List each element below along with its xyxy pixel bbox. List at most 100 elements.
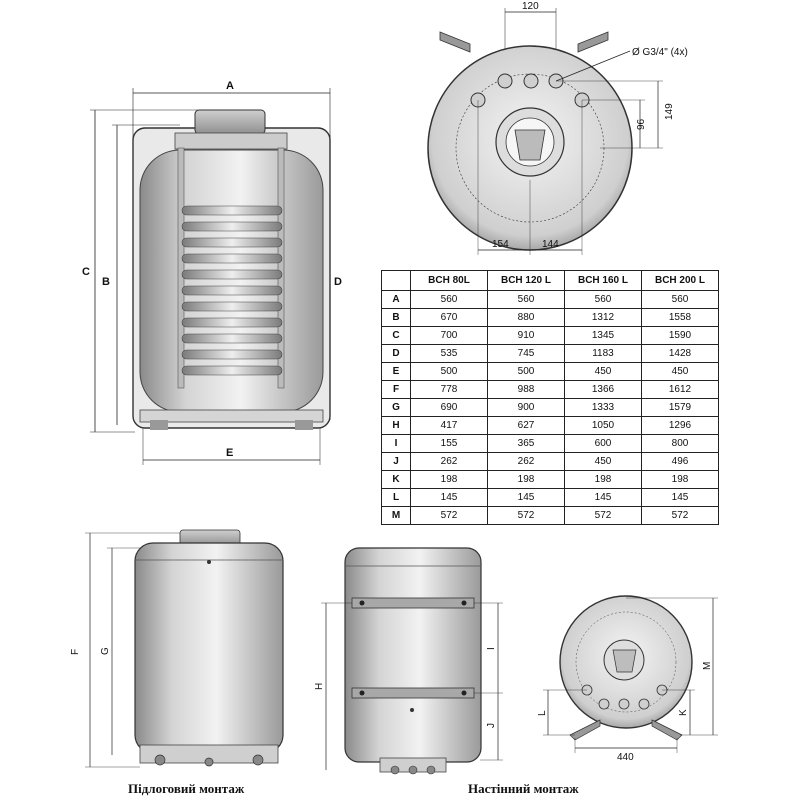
table-cell: 1183	[564, 344, 642, 363]
table-cell: 560	[641, 290, 719, 309]
table-cell: 535	[410, 344, 488, 363]
table-cell: 900	[487, 398, 565, 417]
table-cell: 988	[487, 380, 565, 399]
dim-label-h: H	[314, 683, 325, 690]
dim-label-e: E	[226, 447, 233, 459]
wall-mount-caption: Настінний монтаж	[468, 781, 579, 796]
table-cell: 560	[410, 290, 488, 309]
table-cell: 1333	[564, 398, 642, 417]
table-header-cell	[381, 270, 411, 291]
table-cell: 496	[641, 452, 719, 471]
table-row-label: G	[381, 398, 411, 417]
table-cell: 572	[564, 506, 642, 525]
table-row-label: L	[381, 488, 411, 507]
table-cell: 450	[641, 362, 719, 381]
table-cell: 1050	[564, 416, 642, 435]
table-row-label: B	[381, 308, 411, 327]
table-cell: 198	[410, 470, 488, 489]
table-row-label: H	[381, 416, 411, 435]
dim-label-f: F	[70, 649, 81, 655]
top-view: 120 Ø G3/4" (4x) 96 149	[427, 1, 688, 255]
table-row-label: F	[381, 380, 411, 399]
table-row-label: K	[381, 470, 411, 489]
wall-mount-view: H I J	[314, 547, 503, 775]
table-cell: 880	[487, 308, 565, 327]
table-cell: 1579	[641, 398, 719, 417]
table-cell: 745	[487, 344, 565, 363]
table-cell: 500	[410, 362, 488, 381]
table-cell: 1558	[641, 308, 719, 327]
table-cell: 778	[410, 380, 488, 399]
table-cell: 450	[564, 362, 642, 381]
table-header-cell: BCH 80L	[410, 270, 488, 291]
table-cell: 450	[564, 452, 642, 471]
dim-label-m: M	[702, 662, 713, 670]
front-cutaway-view: A C B D E	[82, 80, 342, 465]
table-row-label: J	[381, 452, 411, 471]
side-round-view: M K L 440	[537, 595, 718, 763]
dim-label-l: L	[537, 710, 548, 716]
table-cell: 262	[487, 452, 565, 471]
table-cell: 627	[487, 416, 565, 435]
table-cell: 670	[410, 308, 488, 327]
table-row-label: D	[381, 344, 411, 363]
floor-mount-view: F G	[70, 529, 284, 768]
table-row-label: C	[381, 326, 411, 345]
table-row-label: A	[381, 290, 411, 309]
table-cell: 145	[641, 488, 719, 507]
table-cell: 198	[487, 470, 565, 489]
dim-149: 149	[664, 103, 675, 120]
floor-mount-caption: Підлоговий монтаж	[128, 781, 245, 796]
dim-label-d: D	[334, 276, 342, 288]
table-cell: 1428	[641, 344, 719, 363]
table-cell: 910	[487, 326, 565, 345]
table-row-label: I	[381, 434, 411, 453]
table-cell: 155	[410, 434, 488, 453]
table-row-label: M	[381, 506, 411, 525]
table-cell: 365	[487, 434, 565, 453]
dim-label-a: A	[226, 80, 234, 92]
heat-exchanger-coil	[181, 205, 283, 376]
table-cell: 700	[410, 326, 488, 345]
table-cell: 145	[487, 488, 565, 507]
table-cell: 198	[641, 470, 719, 489]
table-header-cell: BCH 120 L	[487, 270, 565, 291]
table-cell: 198	[564, 470, 642, 489]
table-cell: 1590	[641, 326, 719, 345]
table-header-cell: BCH 200 L	[641, 270, 719, 291]
table-cell: 1612	[641, 380, 719, 399]
dim-96: 96	[636, 118, 647, 130]
table-cell: 500	[487, 362, 565, 381]
table-cell: 572	[641, 506, 719, 525]
table-row-label: E	[381, 362, 411, 381]
table-cell: 560	[487, 290, 565, 309]
table-cell: 560	[564, 290, 642, 309]
dim-label-g: G	[100, 647, 111, 655]
table-cell: 1296	[641, 416, 719, 435]
dim-pitch-120: 120	[522, 1, 539, 12]
dim-label-i: I	[486, 647, 497, 650]
table-header-cell: BCH 160 L	[564, 270, 642, 291]
table-header-row: BCH 80L BCH 120 L BCH 160 L BCH 200 L	[381, 270, 719, 291]
table-cell: 690	[410, 398, 488, 417]
table-cell: 145	[410, 488, 488, 507]
table-cell: 417	[410, 416, 488, 435]
dim-label-j: J	[486, 723, 497, 728]
table-cell: 1312	[564, 308, 642, 327]
table-cell: 800	[641, 434, 719, 453]
table-cell: 262	[410, 452, 488, 471]
dim-thread-callout: Ø G3/4" (4x)	[632, 47, 688, 58]
dim-144: 144	[542, 239, 559, 250]
dim-label-c: C	[82, 266, 90, 278]
